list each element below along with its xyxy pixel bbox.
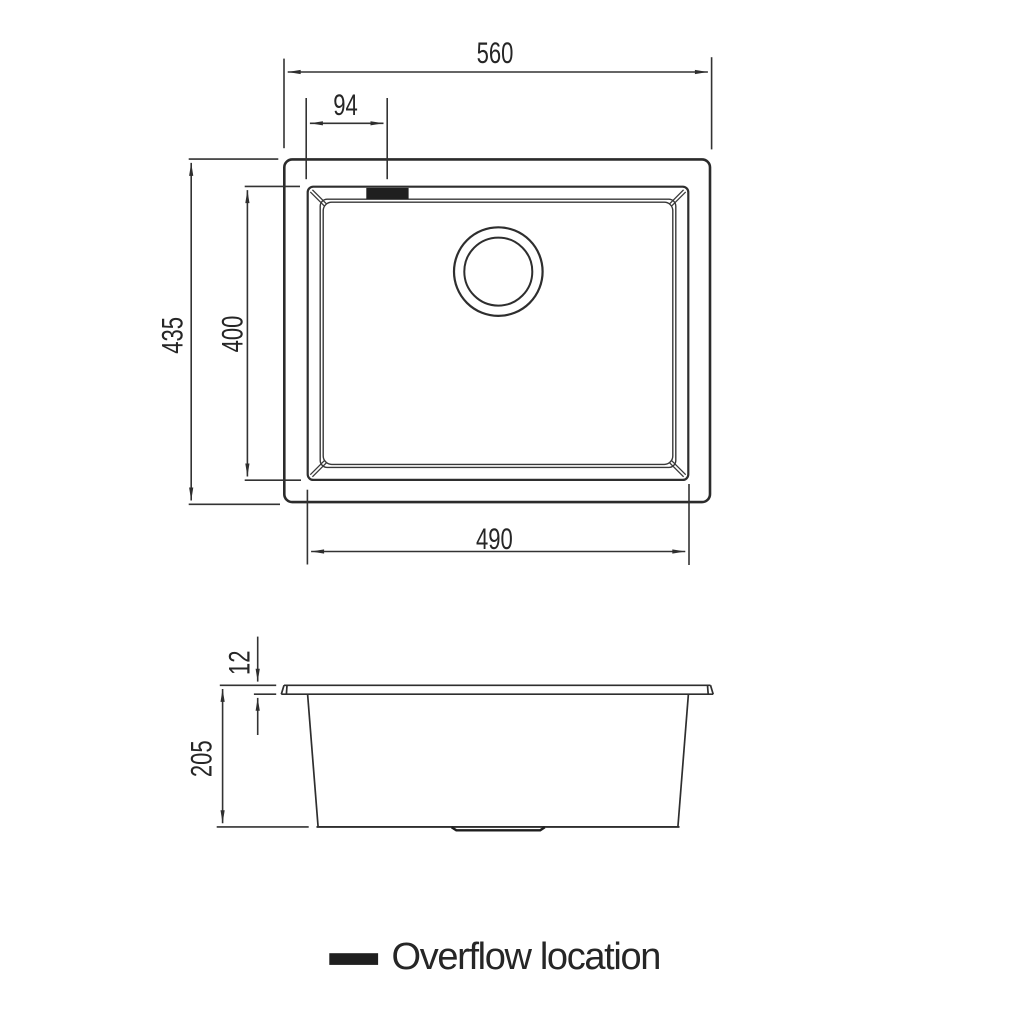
svg-text:560: 560 <box>477 36 514 70</box>
svg-text:Overflow location: Overflow location <box>392 936 661 978</box>
svg-text:435: 435 <box>155 317 189 354</box>
svg-text:12: 12 <box>222 650 256 675</box>
svg-text:205: 205 <box>184 740 218 777</box>
svg-text:94: 94 <box>333 88 358 122</box>
svg-text:490: 490 <box>476 522 513 556</box>
svg-text:400: 400 <box>215 316 249 353</box>
